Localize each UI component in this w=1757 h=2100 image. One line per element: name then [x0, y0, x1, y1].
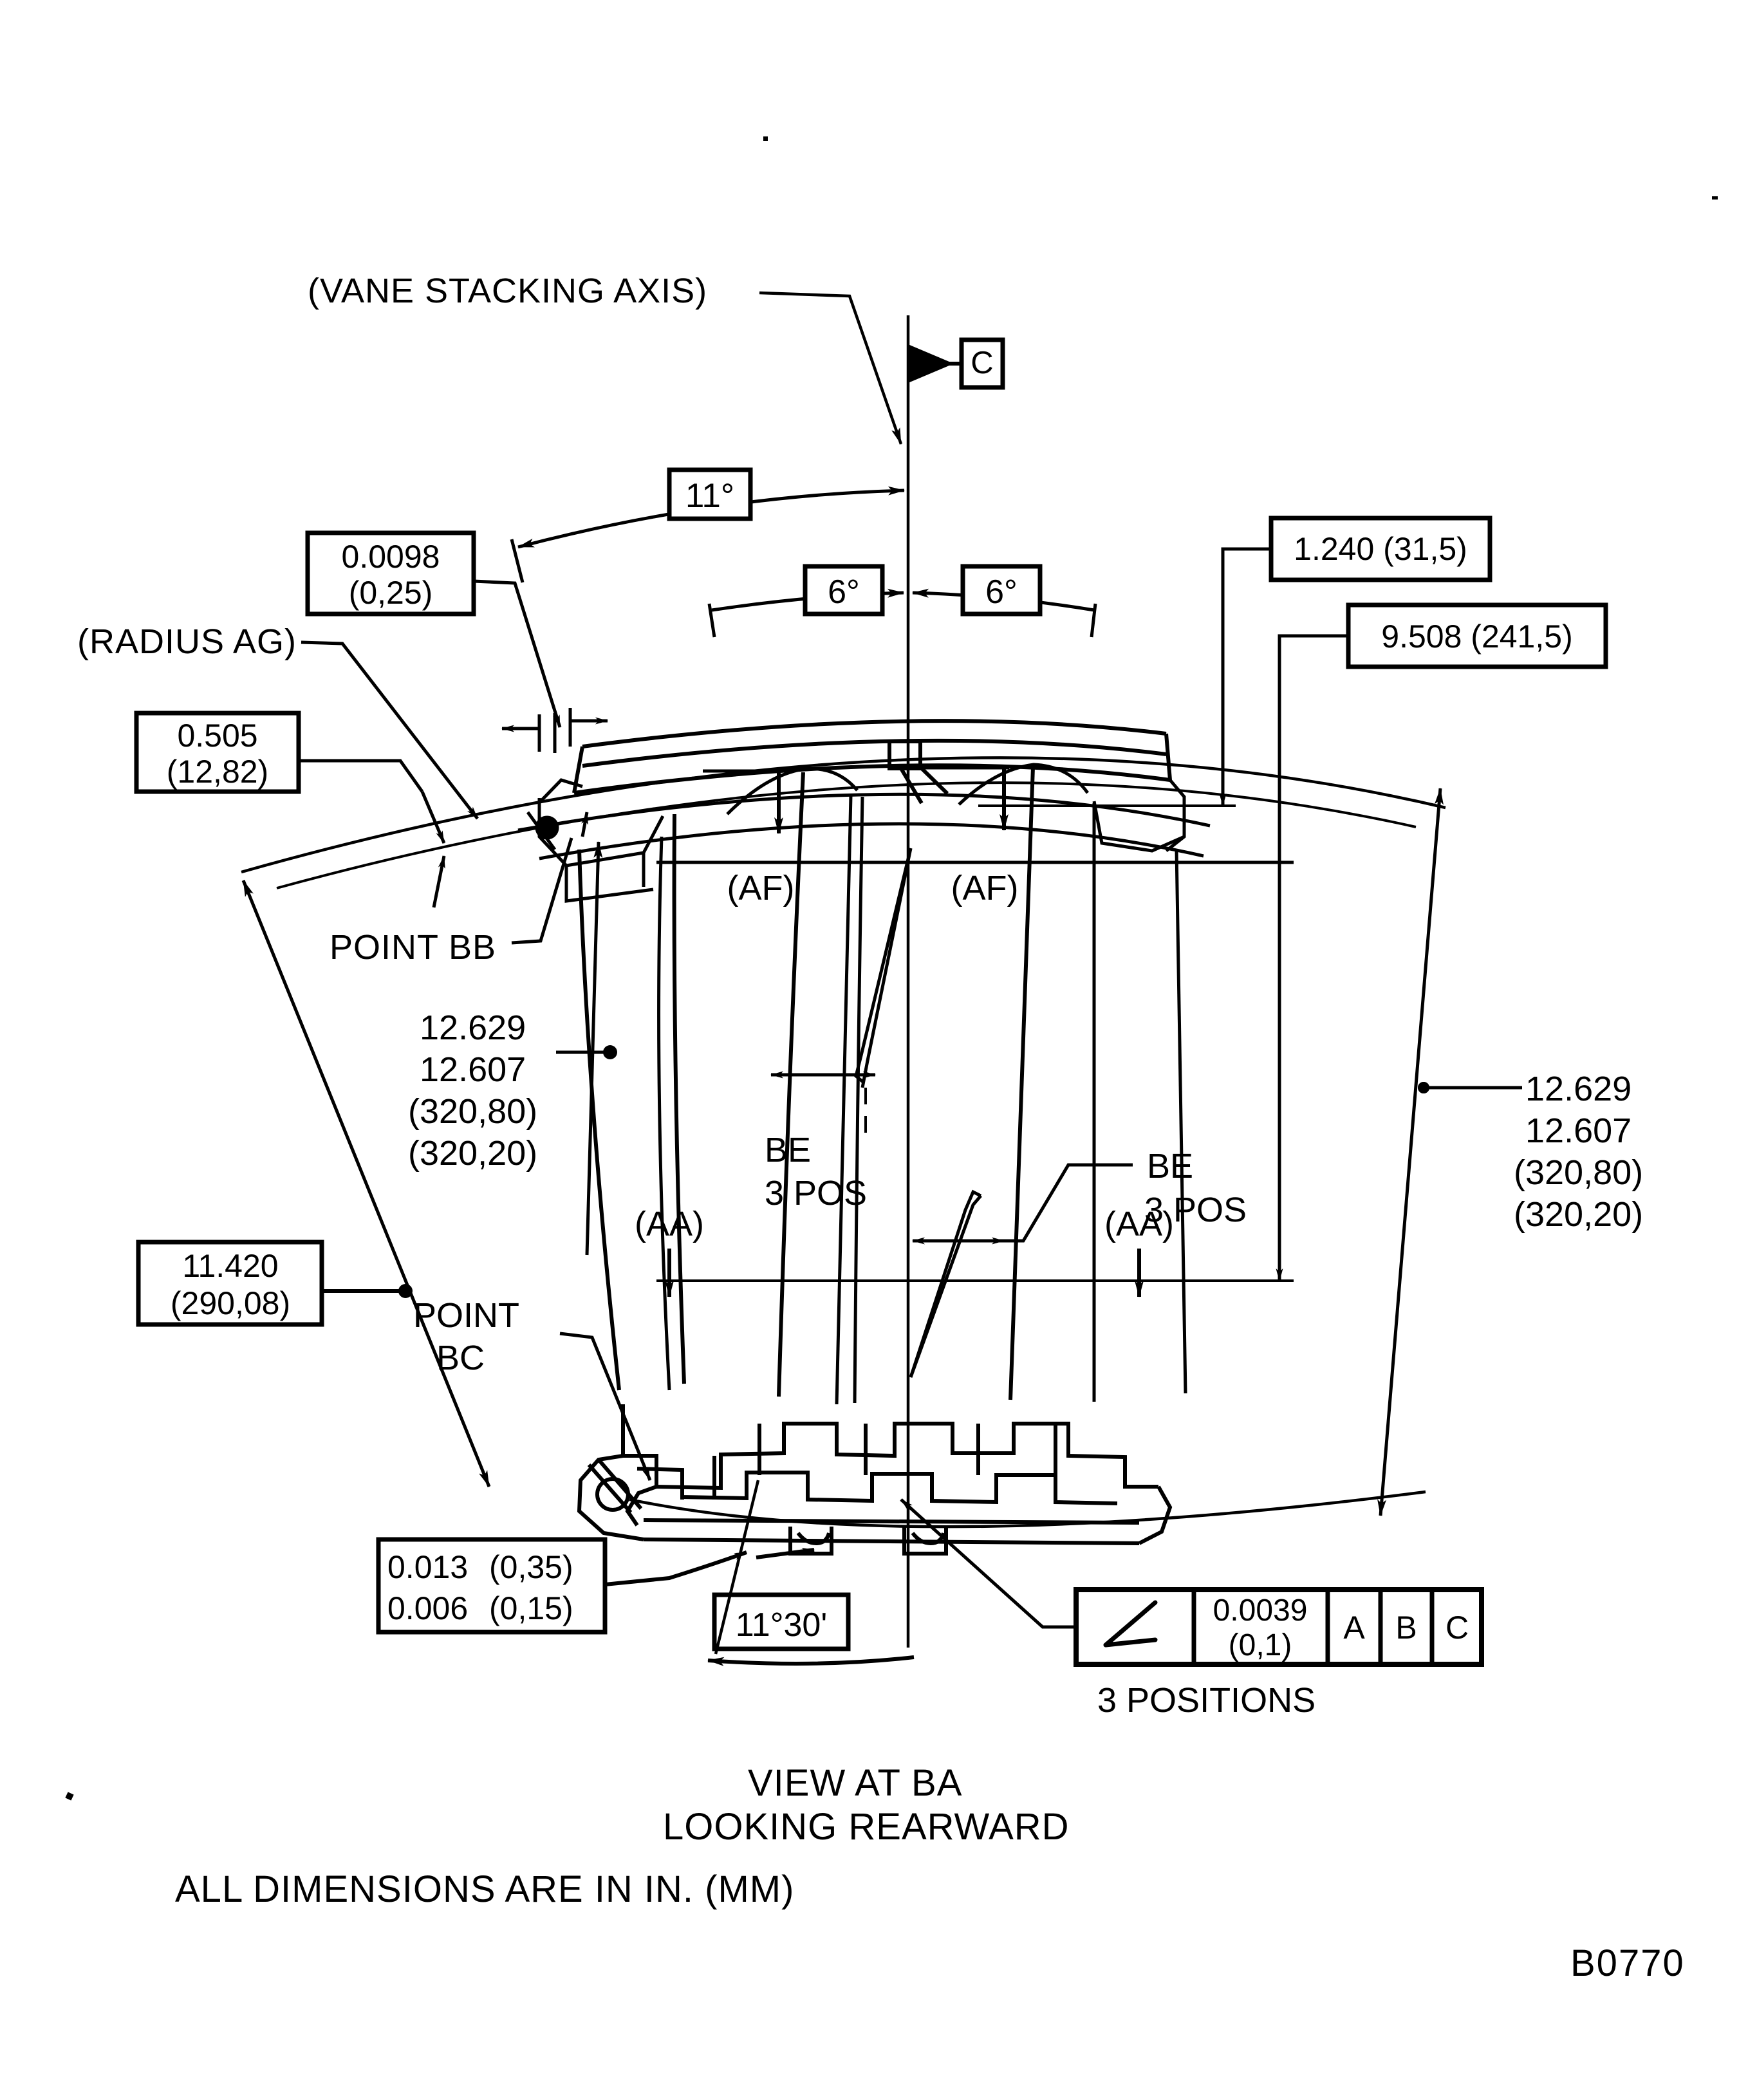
dim-11420-callout: 11.420 (290,08) — [136, 880, 491, 1487]
right-dim-line3: (320,80) — [1514, 1153, 1643, 1192]
af-right-label: (AF) — [951, 869, 1019, 907]
datum-c-box — [959, 337, 1005, 390]
dim-0505-line1: 0.505 — [177, 718, 257, 754]
angle-6-left-box — [803, 564, 885, 617]
point-bc-label-line2: BC — [436, 1339, 485, 1377]
scan-artifacts — [65, 136, 1718, 1801]
tol-stack-callout: 0.013 (0,35) 0.006 (0,15) — [376, 1537, 815, 1635]
be-center-line2: 3 POS — [765, 1174, 867, 1213]
tol-stack-line1b: (0,35) — [489, 1549, 573, 1585]
tol-stack-line2a: 0.006 — [387, 1590, 468, 1626]
left-dim-line4: (320,20) — [408, 1134, 537, 1173]
fcf-outer-box — [1074, 1587, 1484, 1667]
be-center-line1: BE — [765, 1131, 811, 1169]
angle-11-30-callout: 11°30' — [707, 1480, 915, 1666]
fcf-leader — [900, 1498, 1076, 1629]
aa-left-label: (AA) — [635, 1205, 704, 1243]
left-dim-line3: (320,80) — [408, 1092, 537, 1131]
shroud-platform-profile — [517, 763, 1211, 903]
point-bc-label-line1: POINT — [413, 1296, 519, 1335]
radius-ag-label: (RADIUS AG) — [77, 622, 297, 661]
view-title-line2: LOOKING REARWARD — [663, 1806, 1070, 1848]
tol-0098-line2: (0,25) — [349, 575, 433, 611]
fcf-tolerance-line1: 0.0039 — [1213, 1594, 1308, 1628]
be-center-callout: BE 3 POS — [765, 1071, 876, 1213]
angle-6-right-box — [960, 564, 1043, 617]
fcf-datum-b: B — [1395, 1610, 1417, 1646]
aa-right-callout: (AA) — [1104, 1205, 1174, 1297]
datum-c-symbol: C — [908, 337, 1005, 390]
af-right-callout: (AF) — [920, 766, 1018, 907]
tol-0098-line1: 0.0098 — [342, 539, 440, 575]
tol-stack-line2b: (0,15) — [489, 1590, 573, 1626]
view-title-line1: VIEW AT BA — [748, 1762, 962, 1804]
af-left-label: (AF) — [727, 869, 795, 907]
aa-right-label: (AA) — [1104, 1205, 1174, 1243]
be-right-line1: BE — [1147, 1147, 1193, 1185]
angularity-symbol-icon — [1103, 1600, 1158, 1648]
inner-shroud-base — [577, 1404, 1173, 1556]
angle-11-text: 11° — [685, 477, 734, 515]
dim-1240-callout: 1.240 (31,5) — [978, 516, 1492, 807]
shroud-center-lug — [888, 739, 949, 804]
be-right-callout: BE 3 POS — [912, 1147, 1247, 1245]
fcf-tolerance-line2: (0,1) — [1229, 1628, 1292, 1662]
left-dim-line1: 12.629 — [420, 1008, 526, 1047]
sector-lower-arc — [629, 1490, 1426, 1529]
dim-1240-text: 1.240 (31,5) — [1294, 531, 1467, 567]
fcf-datum-a: A — [1343, 1610, 1365, 1646]
drawing-number: B0770 — [1570, 1942, 1685, 1984]
dim-0505-box — [134, 711, 301, 794]
dim-9508-callout: 9.508 (241,5) — [656, 602, 1608, 1282]
af-left-callout: (AF) — [703, 769, 794, 907]
left-dim-line2: 12.607 — [420, 1050, 526, 1089]
tol-0098-callout: 0.0098 (0,25) — [305, 530, 562, 728]
angle-11-box — [667, 467, 753, 521]
angle-6-left-text: 6° — [828, 573, 860, 611]
dim-0505-line2: (12,82) — [167, 754, 268, 790]
be-right-line2: 3 POS — [1144, 1191, 1247, 1229]
point-bc-leader — [559, 1332, 652, 1481]
right-dim-line2: 12.607 — [1525, 1111, 1632, 1150]
angle-6-left-dimension: 6° — [707, 564, 904, 638]
be-thickness-slivers — [854, 848, 982, 1378]
outer-reference-arcs — [241, 756, 1446, 889]
dim-11420-line1: 11.420 — [182, 1248, 278, 1284]
right-dim-line4: (320,20) — [1514, 1195, 1643, 1234]
angle-6-right-dimension: 6° — [912, 564, 1097, 638]
fcf-positions-note: 3 POSITIONS — [1097, 1681, 1315, 1720]
point-bb-label: POINT BB — [330, 928, 496, 967]
fcf-datum-c: C — [1446, 1610, 1469, 1646]
tol-stack-box — [376, 1537, 608, 1635]
datum-triangle-icon — [908, 344, 954, 383]
angle-11-dimension: 11° — [510, 467, 905, 583]
point-bb-arrow — [581, 812, 589, 837]
datum-c-letter: C — [971, 346, 993, 380]
tol-0098-width-arrows — [501, 708, 608, 753]
dim-9508-text: 9.508 (241,5) — [1381, 618, 1572, 655]
dim-11420-line2: (290,08) — [171, 1285, 290, 1321]
vane-stacking-axis-label: (VANE STACKING AXIS) — [308, 272, 707, 310]
dim-0505-callout: 0.505 (12,82) — [134, 711, 446, 908]
point-bb-leader — [511, 837, 573, 945]
angle-6-right-text: 6° — [985, 573, 1018, 611]
right-dimension-stack: 12.629 12.607 (320,80) (320,20) — [1377, 788, 1643, 1516]
units-note: ALL DIMENSIONS ARE IN IN. (MM) — [175, 1868, 794, 1910]
feature-control-frame: 0.0039 (0,1) A B C 3 POSITIONS — [900, 1498, 1484, 1720]
tol-stack-line1a: 0.013 — [387, 1549, 468, 1585]
aa-left-callout: (AA) — [635, 1205, 704, 1297]
radius-ag-leader — [301, 640, 479, 820]
vane-stacking-axis-leader — [759, 291, 903, 445]
right-dim-line1: 12.629 — [1525, 1070, 1632, 1108]
angle-11-30-text: 11°30' — [736, 1606, 828, 1644]
tol-0098-box — [305, 530, 476, 617]
angle-11-30-box — [712, 1592, 851, 1651]
